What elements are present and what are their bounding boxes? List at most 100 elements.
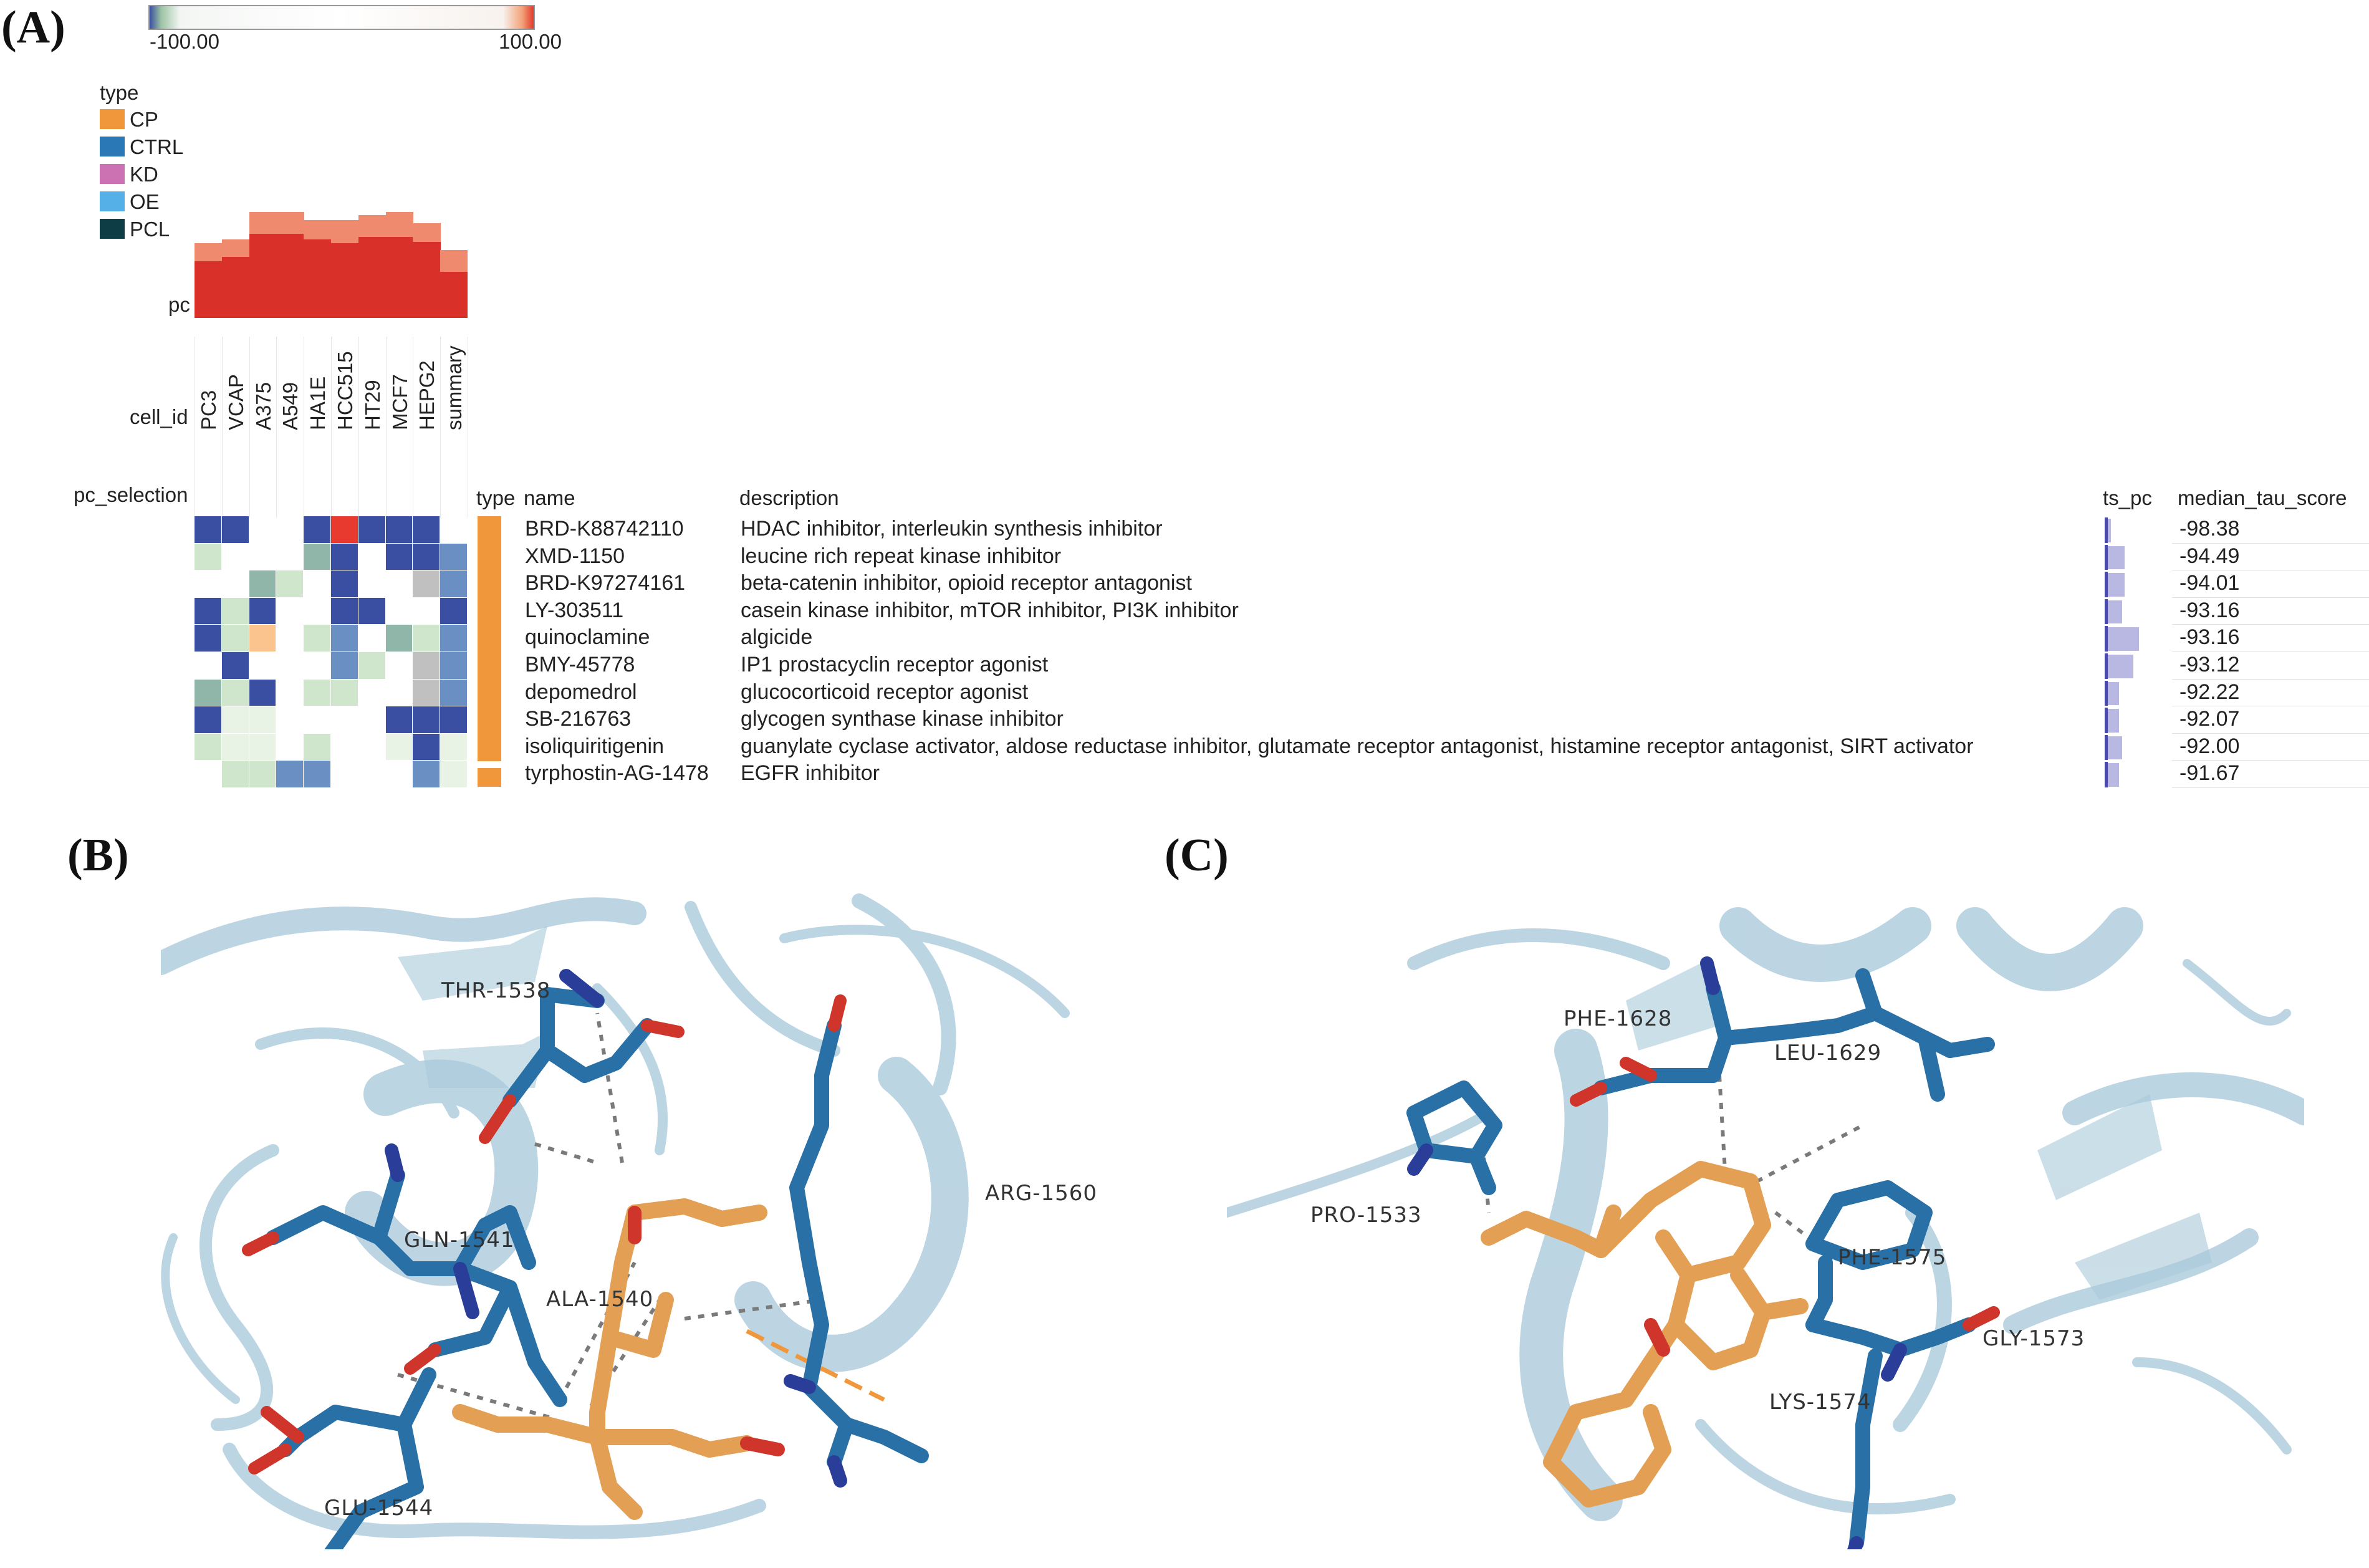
heatmap-cell bbox=[413, 679, 440, 706]
row-name: quinoclamine bbox=[525, 625, 650, 650]
row-description: EGFR inhibitor bbox=[741, 761, 880, 786]
row-divider bbox=[2172, 597, 2369, 598]
heatmap-cell bbox=[304, 543, 330, 570]
heatmap-cell bbox=[413, 706, 440, 733]
column-guide-line bbox=[221, 337, 223, 517]
row-median-tau-score: -93.12 bbox=[2179, 653, 2240, 676]
heatmap-cell bbox=[249, 761, 276, 787]
heatmap-cell bbox=[385, 543, 413, 570]
ts-pc-axis bbox=[2105, 599, 2108, 625]
row-description: glucocorticoid receptor agonist bbox=[741, 680, 1029, 704]
row-type-bar bbox=[478, 543, 501, 571]
row-type-bar bbox=[478, 570, 501, 599]
column-guide-line bbox=[331, 337, 332, 517]
heatmap-cell bbox=[358, 516, 385, 543]
column-guide-line bbox=[440, 337, 441, 517]
ts-pc-axis bbox=[2105, 653, 2108, 679]
heatmap-cell bbox=[331, 516, 358, 543]
heatmap-cell bbox=[221, 597, 249, 625]
row-name: isoliquiritigenin bbox=[525, 734, 665, 758]
panel-c-svg: PHE-1628 LEU-1629 PRO-1533 PHE-1575 GLY-… bbox=[1227, 907, 2304, 1549]
heatmap-cell bbox=[440, 625, 467, 652]
description-header: description bbox=[739, 486, 839, 509]
heatmap-cell bbox=[221, 652, 249, 679]
heatmap-cell bbox=[249, 625, 276, 652]
heatmap-cell bbox=[358, 652, 385, 679]
ts-pc-bar bbox=[2108, 600, 2122, 624]
cell-label-hcc515: HCC515 bbox=[334, 351, 357, 430]
panel-c-label-lys1574: LYS-1574 bbox=[1769, 1390, 1872, 1415]
row-type-bar bbox=[478, 516, 501, 544]
heatmap-cell bbox=[221, 706, 249, 733]
heatmap-cell bbox=[249, 597, 276, 625]
ts-pc-bar bbox=[2108, 519, 2111, 542]
heatmap-cell bbox=[195, 543, 221, 570]
heatmap-cell bbox=[331, 543, 358, 570]
ts-pc-axis bbox=[2105, 517, 2108, 543]
heatmap-cell bbox=[385, 625, 413, 652]
ts-pc-bar bbox=[2108, 655, 2133, 678]
row-description: guanylate cyclase activator, aldose redu… bbox=[741, 734, 1974, 758]
heatmap-cell bbox=[413, 652, 440, 679]
cell-label-ha1e: HA1E bbox=[306, 376, 330, 430]
row-divider bbox=[2172, 733, 2369, 734]
panel-c-label-leu1629: LEU-1629 bbox=[1774, 1041, 1881, 1065]
legend-swatch-kd bbox=[100, 164, 125, 184]
row-divider bbox=[2172, 678, 2369, 680]
row-divider bbox=[2172, 760, 2369, 761]
ts-pc-axis bbox=[2105, 572, 2108, 597]
pc-label: pc bbox=[168, 293, 190, 316]
row-name: tyrphostin-AG-1478 bbox=[525, 761, 709, 786]
row-description: casein kinase inhibitor, mTOR inhibitor,… bbox=[741, 598, 1239, 622]
heatmap-cell bbox=[249, 733, 276, 761]
row-type-bar bbox=[478, 625, 501, 653]
row-median-tau-score: -94.49 bbox=[2179, 544, 2240, 568]
row-type-bar bbox=[478, 733, 501, 761]
cell-label-vcap: VCAP bbox=[224, 374, 247, 430]
heatmap-cell bbox=[413, 625, 440, 652]
panel-label-b: (B) bbox=[67, 830, 129, 881]
heatmap-cell bbox=[304, 733, 330, 761]
row-divider bbox=[2172, 787, 2369, 788]
heatmap-cell bbox=[195, 516, 221, 543]
heatmap-cell bbox=[413, 733, 440, 761]
legend-swatch-ctrl bbox=[100, 137, 125, 156]
heatmap-cell bbox=[413, 516, 440, 543]
panel-b-label-gln1541: GLN-1541 bbox=[404, 1228, 515, 1253]
heatmap-cell bbox=[304, 679, 330, 706]
row-median-tau-score: -94.01 bbox=[2179, 571, 2240, 595]
median-tau-score-header: median_tau_score bbox=[2178, 486, 2347, 509]
heatmap-cell bbox=[331, 625, 358, 652]
row-median-tau-score: -92.00 bbox=[2179, 734, 2240, 758]
heatmap-cell bbox=[413, 570, 440, 597]
ts-pc-axis bbox=[2105, 762, 2108, 787]
row-type-bar bbox=[478, 652, 501, 680]
cell-label-a375: A375 bbox=[251, 382, 275, 430]
panel-b-label-ala1540: ALA-1540 bbox=[546, 1287, 653, 1312]
column-guide-line bbox=[358, 337, 359, 517]
ts-pc-bar bbox=[2108, 681, 2119, 706]
panel-label-a: (A) bbox=[1, 2, 65, 53]
legend-title: type bbox=[100, 81, 139, 104]
name-header: name bbox=[524, 486, 575, 509]
heatmap-cell bbox=[440, 679, 467, 706]
row-type-bar bbox=[478, 597, 501, 625]
heatmap-cell bbox=[331, 652, 358, 679]
row-divider bbox=[2172, 624, 2369, 625]
cell-label-a549: A549 bbox=[279, 382, 302, 430]
heatmap-cell bbox=[413, 761, 440, 787]
cell-id-label: cell_id bbox=[130, 405, 188, 428]
heatmap-cell bbox=[440, 706, 467, 733]
row-name: BMY-45778 bbox=[525, 653, 635, 676]
heatmap-cell bbox=[385, 733, 413, 761]
heatmap-cell bbox=[331, 679, 358, 706]
pc-bar-dark bbox=[358, 236, 387, 318]
column-guide-line bbox=[385, 337, 387, 517]
panel-c-label-phe1628: PHE-1628 bbox=[1564, 1006, 1672, 1031]
pc-bar-dark bbox=[413, 242, 441, 318]
panel-b-label-glu1544: GLU-1544 bbox=[324, 1496, 433, 1521]
pc-bar-dark bbox=[331, 243, 359, 318]
panel-c-label-pro1533: PRO-1533 bbox=[1310, 1203, 1422, 1228]
pc-bar-dark bbox=[221, 257, 250, 318]
heatmap-cell bbox=[304, 625, 330, 652]
